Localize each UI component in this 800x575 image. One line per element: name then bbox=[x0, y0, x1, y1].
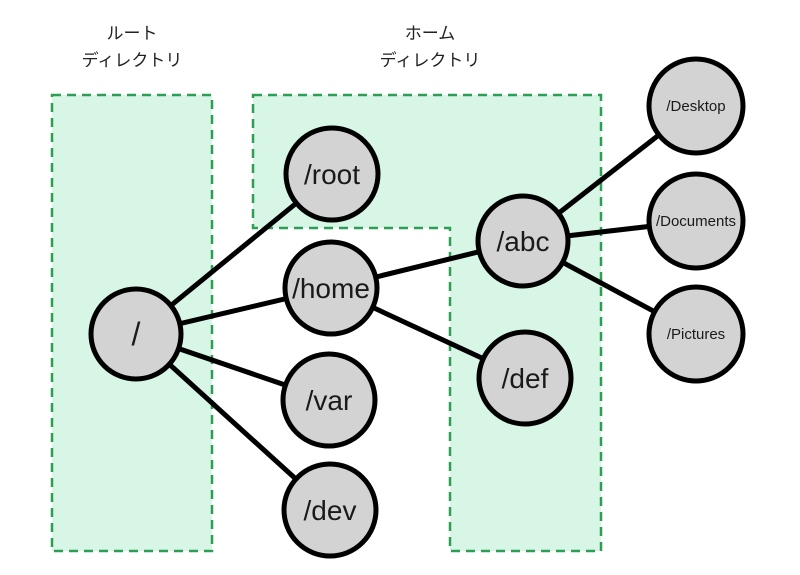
node-desktop-label: /Desktop bbox=[666, 98, 725, 115]
node-documents-circle bbox=[646, 171, 746, 271]
home-directory-label-line2: ディレクトリ bbox=[380, 50, 481, 70]
node-def: /def bbox=[476, 329, 574, 427]
node-documents-label: /Documents bbox=[656, 213, 736, 230]
node-desktop-circle bbox=[646, 56, 746, 156]
home-directory-label-line1: ホーム bbox=[405, 24, 456, 43]
node-abc-label: /abc bbox=[497, 226, 550, 257]
root-directory-label-line2: ディレクトリ bbox=[82, 50, 183, 70]
node-abc-circle bbox=[475, 193, 571, 289]
node-def-label: /def bbox=[502, 363, 549, 394]
node-slash-root-label: /root bbox=[304, 159, 360, 190]
node-pictures: /Pictures bbox=[646, 284, 746, 384]
node-documents: /Documents bbox=[646, 171, 746, 271]
node-slash-root: /root bbox=[283, 125, 381, 223]
node-home-label: /home bbox=[292, 273, 370, 304]
node-home-circle bbox=[282, 239, 380, 337]
node-desktop: /Desktop bbox=[646, 56, 746, 156]
node-dev-label: /dev bbox=[304, 495, 357, 526]
node-home: /home bbox=[282, 239, 380, 337]
node-var-circle bbox=[280, 351, 378, 449]
root-directory-label-line1: ルート bbox=[107, 24, 158, 43]
node-slash-root-circle bbox=[283, 125, 381, 223]
node-var: /var bbox=[280, 351, 378, 449]
node-abc: /abc bbox=[475, 193, 571, 289]
node-dev-circle bbox=[281, 461, 379, 559]
node-pictures-label: /Pictures bbox=[667, 326, 725, 343]
node-root: / bbox=[88, 286, 184, 382]
node-var-label: /var bbox=[306, 385, 353, 416]
node-root-circle bbox=[88, 286, 184, 382]
node-root-label: / bbox=[132, 316, 141, 352]
node-dev: /dev bbox=[281, 461, 379, 559]
node-pictures-circle bbox=[646, 284, 746, 384]
node-def-circle bbox=[476, 329, 574, 427]
